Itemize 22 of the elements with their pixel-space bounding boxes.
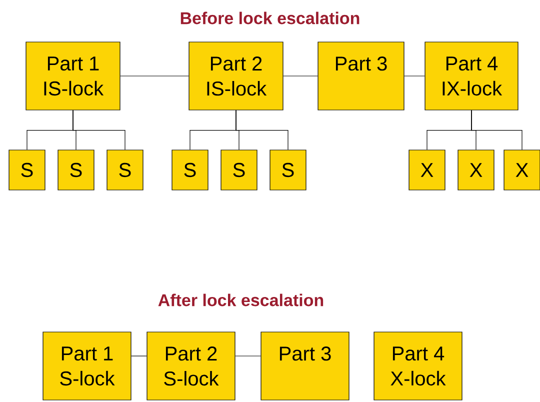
lock-box: S	[8, 150, 46, 190]
part-box: Part 2 IS-lock	[188, 42, 284, 110]
part-box: Part 4 X-lock	[374, 332, 462, 400]
heading: Before lock escalation	[180, 12, 360, 24]
connector-line	[72, 110, 126, 150]
part-box: Part 3	[318, 42, 404, 110]
connector-line	[471, 110, 522, 150]
lock-box: S	[172, 150, 208, 190]
lock-box: X	[504, 150, 540, 190]
heading: After lock escalation	[158, 294, 324, 306]
part-box: Part 2 S-lock	[146, 332, 236, 400]
part-box: Part 1 S-lock	[42, 332, 132, 400]
lock-box: S	[220, 150, 258, 190]
lock-box: S	[58, 150, 94, 190]
part-box: Part 3	[260, 332, 350, 400]
lock-box: X	[408, 150, 446, 190]
lock-box: S	[106, 150, 144, 190]
connector-line	[236, 110, 288, 150]
part-box: Part 1 IS-lock	[26, 42, 120, 110]
part-box: Part 4 IX-lock	[424, 42, 518, 110]
lock-box: S	[270, 150, 306, 190]
lock-box: X	[458, 150, 494, 190]
